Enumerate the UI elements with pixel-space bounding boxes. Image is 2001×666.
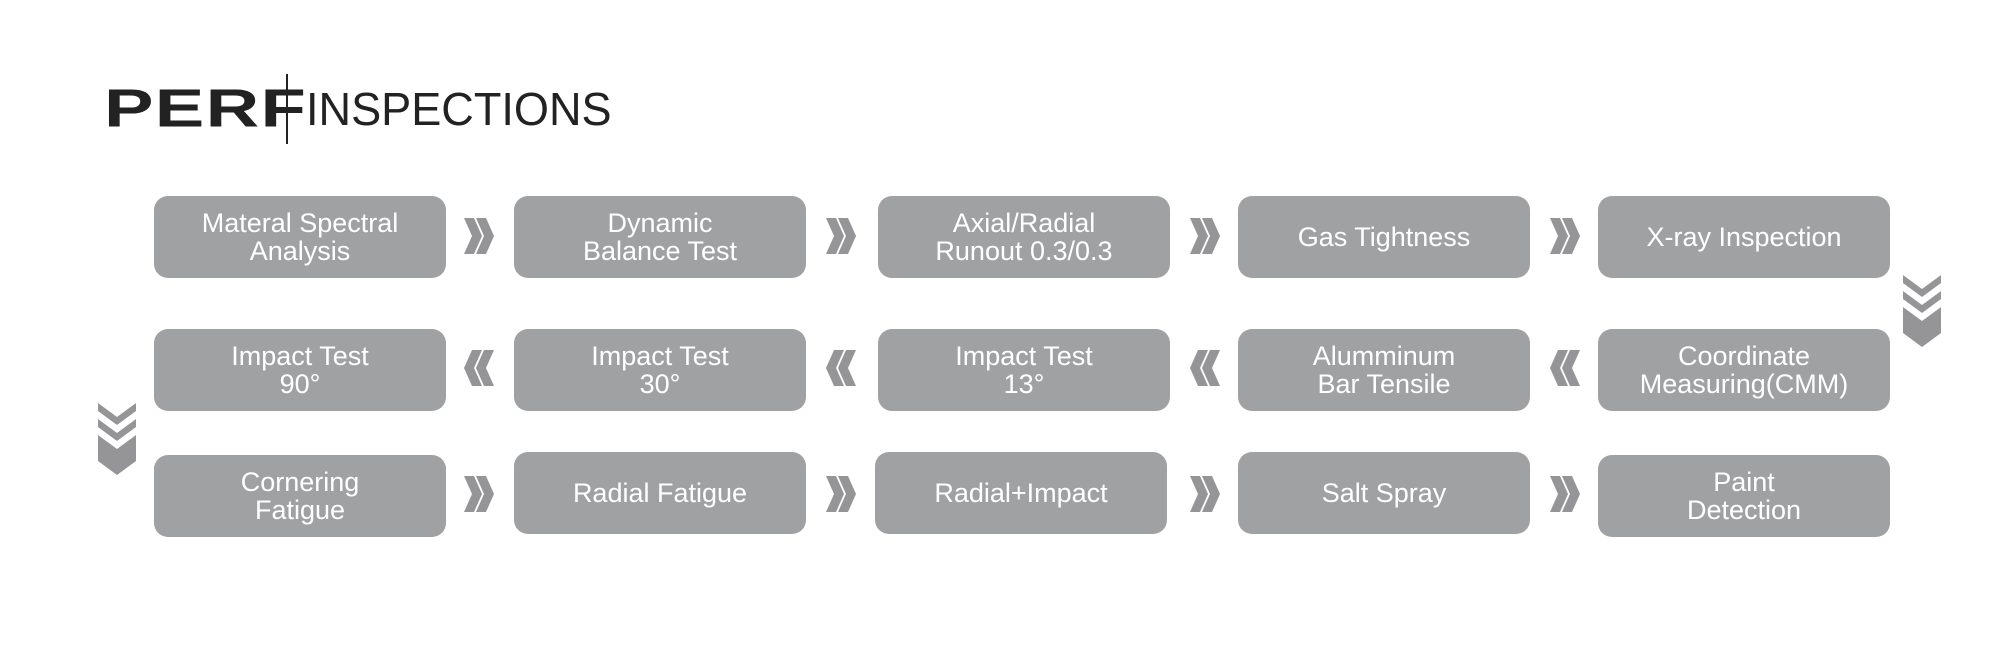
step-label: Gas Tightness xyxy=(1297,222,1471,252)
step-radial-impact: Radial+Impact xyxy=(875,452,1167,534)
double-chevron-right-icon xyxy=(464,218,494,254)
step-label: Impact Test 30° xyxy=(591,341,729,399)
step-label: Alumminum Bar Tensile xyxy=(1312,341,1456,399)
step-coordinate-measuring: Coordinate Measuring(CMM) xyxy=(1598,329,1890,411)
double-chevron-right-icon xyxy=(1190,218,1220,254)
triple-chevron-down-icon xyxy=(1903,275,1941,347)
step-radial-fatigue: Radial Fatigue xyxy=(514,452,806,534)
step-dynamic-balance-test: Dynamic Balance Test xyxy=(514,196,806,278)
double-chevron-right-icon xyxy=(464,476,494,512)
step-label: Paint Detection xyxy=(1686,467,1802,525)
double-chevron-right-icon xyxy=(1190,476,1220,512)
step-salt-spray: Salt Spray xyxy=(1238,452,1530,534)
brand-header: PERF INSPECTIONS xyxy=(104,74,618,144)
step-x-ray-inspection: X-ray Inspection xyxy=(1598,196,1890,278)
step-label: Axial/Radial Runout 0.3/0.3 xyxy=(935,208,1113,266)
step-label: Impact Test 13° xyxy=(955,341,1093,399)
step-axial-radial-runout: Axial/Radial Runout 0.3/0.3 xyxy=(878,196,1170,278)
triple-chevron-down-icon xyxy=(98,403,136,475)
double-chevron-right-icon xyxy=(1550,218,1580,254)
double-chevron-right-icon xyxy=(826,218,856,254)
step-label: Dynamic Balance Test xyxy=(582,208,738,266)
step-label: Cornering Fatigue xyxy=(240,467,360,525)
brand-logo: PERF xyxy=(104,78,308,139)
double-chevron-left-icon xyxy=(464,350,494,386)
step-label: Radial Fatigue xyxy=(572,478,748,508)
step-paint-detection: Paint Detection xyxy=(1598,455,1890,537)
brand-divider xyxy=(286,74,288,144)
double-chevron-left-icon xyxy=(1190,350,1220,386)
step-impact-test-30: Impact Test 30° xyxy=(514,329,806,411)
step-impact-test-90: Impact Test 90° xyxy=(154,329,446,411)
step-label: Salt Spray xyxy=(1321,478,1447,508)
step-impact-test-13: Impact Test 13° xyxy=(878,329,1170,411)
brand-subtitle: INSPECTIONS xyxy=(306,83,612,135)
double-chevron-left-icon xyxy=(1550,350,1580,386)
double-chevron-right-icon xyxy=(826,476,856,512)
step-gas-tightness: Gas Tightness xyxy=(1238,196,1530,278)
step-cornering-fatigue: Cornering Fatigue xyxy=(154,455,446,537)
step-label: Materal Spectral Analysis xyxy=(201,208,399,266)
double-chevron-left-icon xyxy=(826,350,856,386)
double-chevron-right-icon xyxy=(1550,476,1580,512)
step-aluminum-bar-tensile: Alumminum Bar Tensile xyxy=(1238,329,1530,411)
step-label: Coordinate Measuring(CMM) xyxy=(1639,341,1849,399)
step-label: Impact Test 90° xyxy=(231,341,369,399)
step-label: Radial+Impact xyxy=(934,478,1108,508)
step-label: X-ray Inspection xyxy=(1646,222,1842,252)
step-material-spectral-analysis: Materal Spectral Analysis xyxy=(154,196,446,278)
